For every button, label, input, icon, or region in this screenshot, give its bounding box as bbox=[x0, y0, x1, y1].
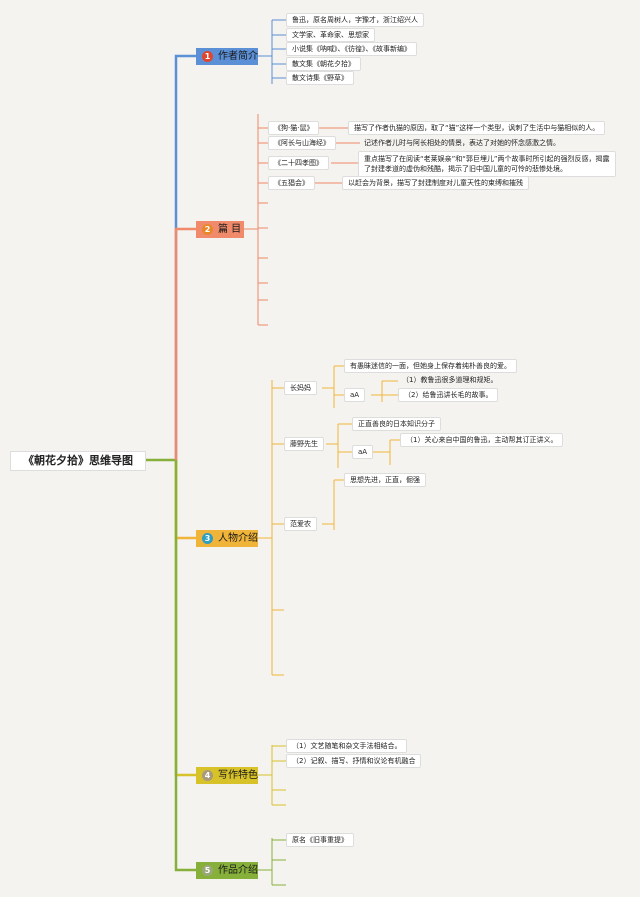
character-name[interactable]: 长妈妈 bbox=[284, 381, 317, 395]
root-title[interactable]: 《朝花夕拾》思维导图 bbox=[10, 451, 146, 471]
branch-label: 写作特色 bbox=[218, 770, 258, 781]
author-item[interactable]: 散文诗集《野草》 bbox=[286, 71, 354, 85]
character-trait[interactable]: 有愚昧迷信的一面，但她身上保存着纯朴善良的爱。 bbox=[344, 359, 517, 373]
work-item[interactable]: 原名《旧事重提》 bbox=[286, 833, 354, 847]
author-item[interactable]: 鲁迅，原名周树人，字豫才，浙江绍兴人 bbox=[286, 13, 424, 27]
branch-label: 篇 目 bbox=[218, 224, 242, 235]
character-point[interactable]: （1）教鲁迅很多道理和规矩。 bbox=[402, 376, 498, 384]
character-name[interactable]: 范爱农 bbox=[284, 517, 317, 531]
character-point[interactable]: （1）关心来自中国的鲁迅，主动帮其订正讲义。 bbox=[400, 433, 564, 447]
character-point[interactable]: （2）给鲁迅讲长毛的故事。 bbox=[398, 388, 499, 402]
author-item[interactable]: 散文集《朝花夕拾》 bbox=[286, 57, 361, 71]
character-trait[interactable]: 思想先进，正直，倔强 bbox=[344, 473, 426, 487]
character-sub-node[interactable]: aA bbox=[352, 445, 374, 459]
character-name[interactable]: 藤野先生 bbox=[284, 437, 324, 451]
branch-work-intro[interactable]: 5 作品介绍 bbox=[196, 862, 258, 879]
feature-item[interactable]: （1）文艺随笔和杂文手法相结合。 bbox=[286, 739, 408, 753]
branch-chapters[interactable]: 2 篇 目 bbox=[196, 221, 244, 238]
number-3-icon: 3 bbox=[202, 533, 213, 544]
chapter-title[interactable]: 《狗·猫·鼠》 bbox=[268, 121, 320, 135]
author-item[interactable]: 文学家、革命家、思想家 bbox=[286, 28, 375, 42]
number-2-icon: 2 bbox=[202, 224, 213, 235]
chapter-title[interactable]: 《阿长与山海经》 bbox=[268, 136, 336, 150]
chapter-title[interactable]: 《五猖会》 bbox=[268, 176, 315, 190]
number-4-icon: 4 bbox=[202, 770, 213, 781]
chapter-desc[interactable]: 记述作者儿时与阿长相处的情景，表达了对她的怀念感激之情。 bbox=[364, 139, 560, 147]
number-1-icon: 1 bbox=[202, 51, 213, 62]
character-trait[interactable]: 正直善良的日本知识分子 bbox=[352, 417, 441, 431]
branch-label: 作品介绍 bbox=[218, 865, 258, 876]
branch-author-intro[interactable]: 1 作者简介 bbox=[196, 48, 258, 65]
chapter-desc[interactable]: 以赶会为背景，描写了封建制度对儿童天性的束缚和摧残 bbox=[342, 176, 529, 190]
chapter-desc[interactable]: 描写了作者仇猫的原因，取了“猫”这样一个类型，讽刺了生活中与猫相似的人。 bbox=[348, 121, 606, 135]
branch-label: 作者简介 bbox=[218, 51, 258, 62]
chapter-desc[interactable]: 重点描写了在阅读“老莱娱亲”和“郭巨埋儿”两个故事时所引起的强烈反感，揭露了封建… bbox=[358, 151, 616, 177]
feature-item[interactable]: （2）记叙、描写、抒情和议论有机融合 bbox=[286, 754, 422, 768]
number-5-icon: 5 bbox=[202, 865, 213, 876]
chapter-title[interactable]: 《二十四孝图》 bbox=[268, 156, 329, 170]
branch-characters[interactable]: 3 人物介绍 bbox=[196, 530, 258, 547]
author-item[interactable]: 小说集《呐喊》、《彷徨》、《故事新编》 bbox=[286, 42, 417, 56]
branch-label: 人物介绍 bbox=[218, 533, 258, 544]
character-sub-node[interactable]: aA bbox=[344, 388, 366, 402]
branch-writing-features[interactable]: 4 写作特色 bbox=[196, 767, 258, 784]
